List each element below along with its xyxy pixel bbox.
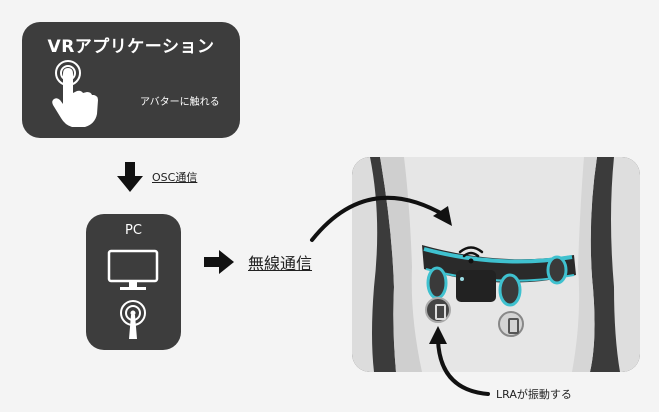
vr-application-panel: VRアプリケーション アバターに触れる <box>22 22 240 138</box>
vibration-icon <box>425 297 451 323</box>
wireless-communication-label: 無線通信 <box>248 254 313 273</box>
vibration-icon <box>498 311 524 337</box>
haptic-belt-photo <box>352 157 640 372</box>
pc-title: PC <box>125 223 142 238</box>
osc-communication-label: OSC通信 <box>152 171 198 184</box>
lra-vibrates-label: LRAが振動する <box>496 388 572 401</box>
pc-panel: PC <box>86 214 181 350</box>
vr-application-title: VRアプリケーション <box>47 37 215 57</box>
monitor-icon <box>107 249 159 290</box>
down-arrow-icon <box>117 162 143 192</box>
wifi-icon <box>458 246 484 264</box>
antenna-icon <box>120 300 146 339</box>
hand-touch-icon <box>52 60 98 127</box>
right-arrow-icon <box>204 250 234 274</box>
touch-avatar-caption: アバターに触れる <box>140 97 220 108</box>
